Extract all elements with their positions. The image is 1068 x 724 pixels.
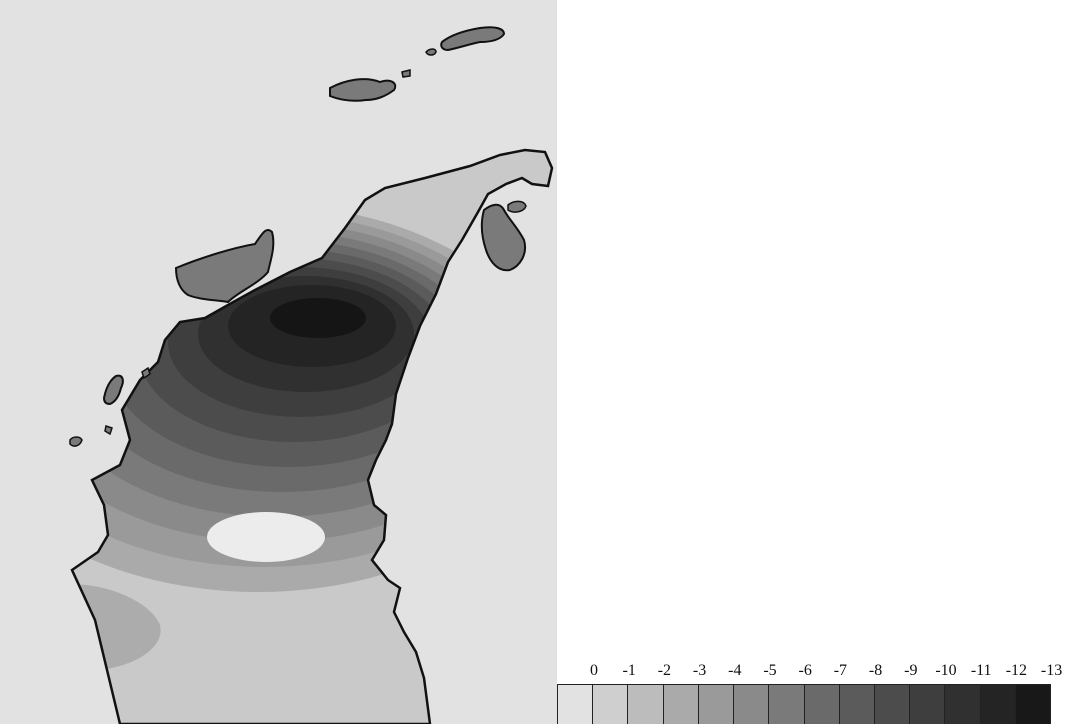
legend-label: -4 xyxy=(728,662,742,679)
legend-labels: 0 -1 -2 -3 -4 -5 -6 -7 -8 -9 -10 -11 -12 -13 xyxy=(576,660,1068,682)
islet-west-a xyxy=(141,366,151,380)
legend-swatch xyxy=(769,685,805,724)
north-islet xyxy=(401,69,411,78)
legend-swatch xyxy=(910,685,946,724)
small-western-island xyxy=(102,374,124,406)
map-panel xyxy=(0,0,557,724)
light-oval-region xyxy=(207,512,325,562)
legend-label: -3 xyxy=(692,662,707,679)
legend-label: -2 xyxy=(657,662,672,679)
north-island-group xyxy=(329,78,397,102)
legend-swatch xyxy=(980,685,1016,724)
legend-label: -13 xyxy=(1040,662,1063,679)
legend-label: -8 xyxy=(868,662,883,679)
legend-swatch xyxy=(628,685,664,724)
legend-swatch xyxy=(698,685,735,724)
legend-label: -5 xyxy=(763,662,777,679)
legend-label: 0 xyxy=(590,662,598,679)
legend-label: -10 xyxy=(935,662,957,679)
islet-west-c xyxy=(104,425,113,436)
legend-label: -9 xyxy=(904,662,918,679)
legend-label: -1 xyxy=(622,662,636,679)
legend-swatch xyxy=(945,685,981,724)
legend-swatch xyxy=(874,685,911,724)
legend-swatch xyxy=(558,685,594,724)
legend-label: -12 xyxy=(1005,662,1028,679)
legend-swatch xyxy=(663,685,699,724)
legend-color-bar xyxy=(557,684,1051,724)
peninsula-coastline xyxy=(70,148,554,724)
islet-west-b xyxy=(69,436,83,447)
contour-map xyxy=(69,26,554,724)
legend-swatch xyxy=(839,685,875,724)
legend-swatch xyxy=(734,685,770,724)
legend-label: -11 xyxy=(970,662,992,679)
contour-minimum-core xyxy=(270,298,366,338)
islands xyxy=(69,26,527,447)
legend-swatch xyxy=(593,685,629,724)
legend-label: -7 xyxy=(833,662,848,679)
legend-label: -6 xyxy=(798,662,812,679)
legend-swatch xyxy=(1015,685,1051,724)
western-island xyxy=(174,228,275,304)
legend-swatch xyxy=(804,685,840,724)
eastern-island xyxy=(480,203,526,272)
northeast-island xyxy=(440,26,506,52)
eastern-islet xyxy=(507,200,527,213)
northeast-islet xyxy=(425,48,437,56)
